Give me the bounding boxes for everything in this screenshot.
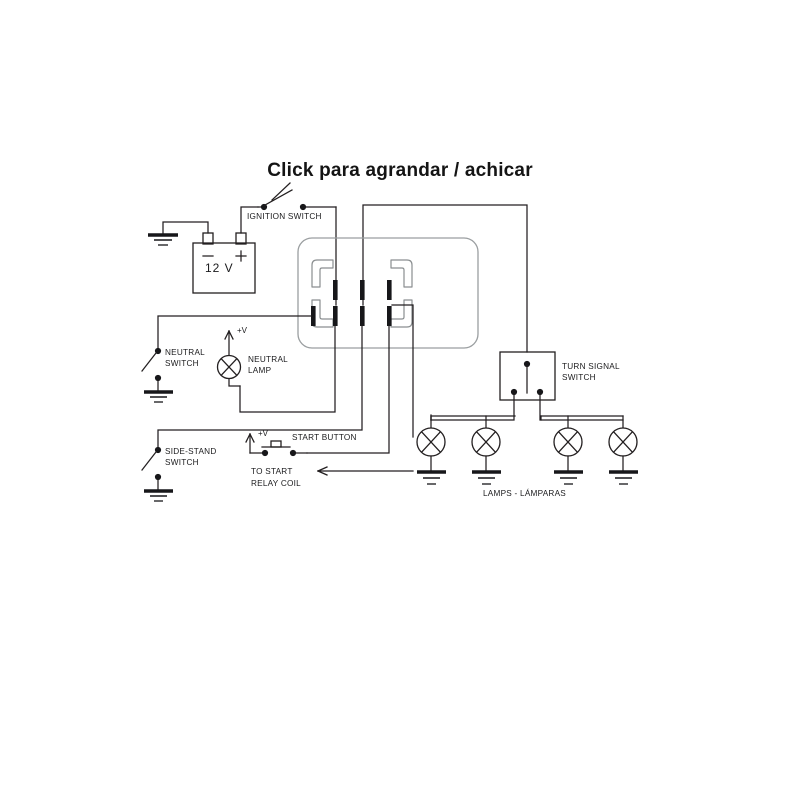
connector-bottom-pin2-wire: [239, 325, 336, 413]
page-title: Click para agrandar / achicar: [267, 160, 533, 181]
to-start-relay-label-line2: RELAY COIL: [251, 479, 301, 488]
start-button-symbol[interactable]: [245, 433, 308, 457]
connector-bottom-pin1-wire: [157, 315, 312, 349]
top-supply-bus-wire: [362, 204, 528, 353]
relay-connector-body: [297, 237, 479, 349]
ignition-switch-label: IGNITION SWITCH: [247, 212, 322, 221]
neutral-switch-symbol[interactable]: [141, 347, 162, 391]
to-start-relay-label-line1: TO START: [251, 467, 293, 476]
neutral-switch-label-line2: SWITCH: [165, 359, 199, 368]
start-button-label: START BUTTON: [292, 433, 357, 442]
connector-top-pin3-wire: [391, 304, 414, 438]
turn-signal-switch-label-line2: SWITCH: [562, 373, 596, 382]
side-stand-switch-label-line2: SWITCH: [165, 458, 199, 467]
side-stand-switch-label-line1: SIDE-STAND: [165, 447, 216, 456]
left-lamp-bus-wire: [430, 414, 516, 430]
battery-positive-wire: [240, 206, 259, 234]
battery-ground-icon: [148, 233, 178, 246]
connector-bottom-pin3-wire: [157, 325, 363, 448]
start-button-plus-v-label: +V: [258, 429, 269, 438]
connector-bottom-pin4-wire: [306, 325, 390, 454]
battery-ground-wire: [162, 221, 209, 234]
neutral-lamp-plus-v-label: +V: [237, 326, 248, 335]
neutral-switch-label-line1: NEUTRAL: [165, 348, 205, 357]
neutral-lamp-label-line1: NEUTRAL: [248, 355, 288, 364]
turn-signal-switch-label-line1: TURN SIGNAL: [562, 362, 620, 371]
connector-bracket-top-left: [311, 259, 334, 288]
connector-bottom-pins: [311, 306, 392, 326]
side-stand-switch-symbol[interactable]: [141, 446, 162, 490]
ignition-switch-symbol[interactable]: [257, 189, 337, 211]
start-relay-feed-wire: [317, 466, 414, 476]
connector-bracket-top-right: [390, 259, 413, 288]
connector-top-pins: [333, 280, 392, 300]
lamp-4-symbol: [608, 427, 638, 485]
lamps-label: LAMPS - LÁMPARAS: [483, 488, 566, 498]
connector-bracket-bottom-right: [390, 299, 413, 328]
neutral-lamp-symbol: [216, 330, 242, 387]
turn-signal-switch-symbol[interactable]: [430, 351, 624, 421]
battery-voltage-label: 12 V: [205, 261, 234, 275]
lamp-2-symbol: [471, 427, 501, 485]
neutral-lamp-label-line2: LAMP: [248, 366, 272, 375]
lamp-1-symbol: [416, 427, 446, 485]
title-pointer-line: [271, 182, 291, 201]
side-stand-switch-ground-icon: [144, 489, 173, 502]
lamp-3-symbol: [553, 427, 583, 485]
right-lamp-bus-wire: [540, 415, 624, 430]
neutral-switch-ground-icon: [144, 390, 173, 403]
